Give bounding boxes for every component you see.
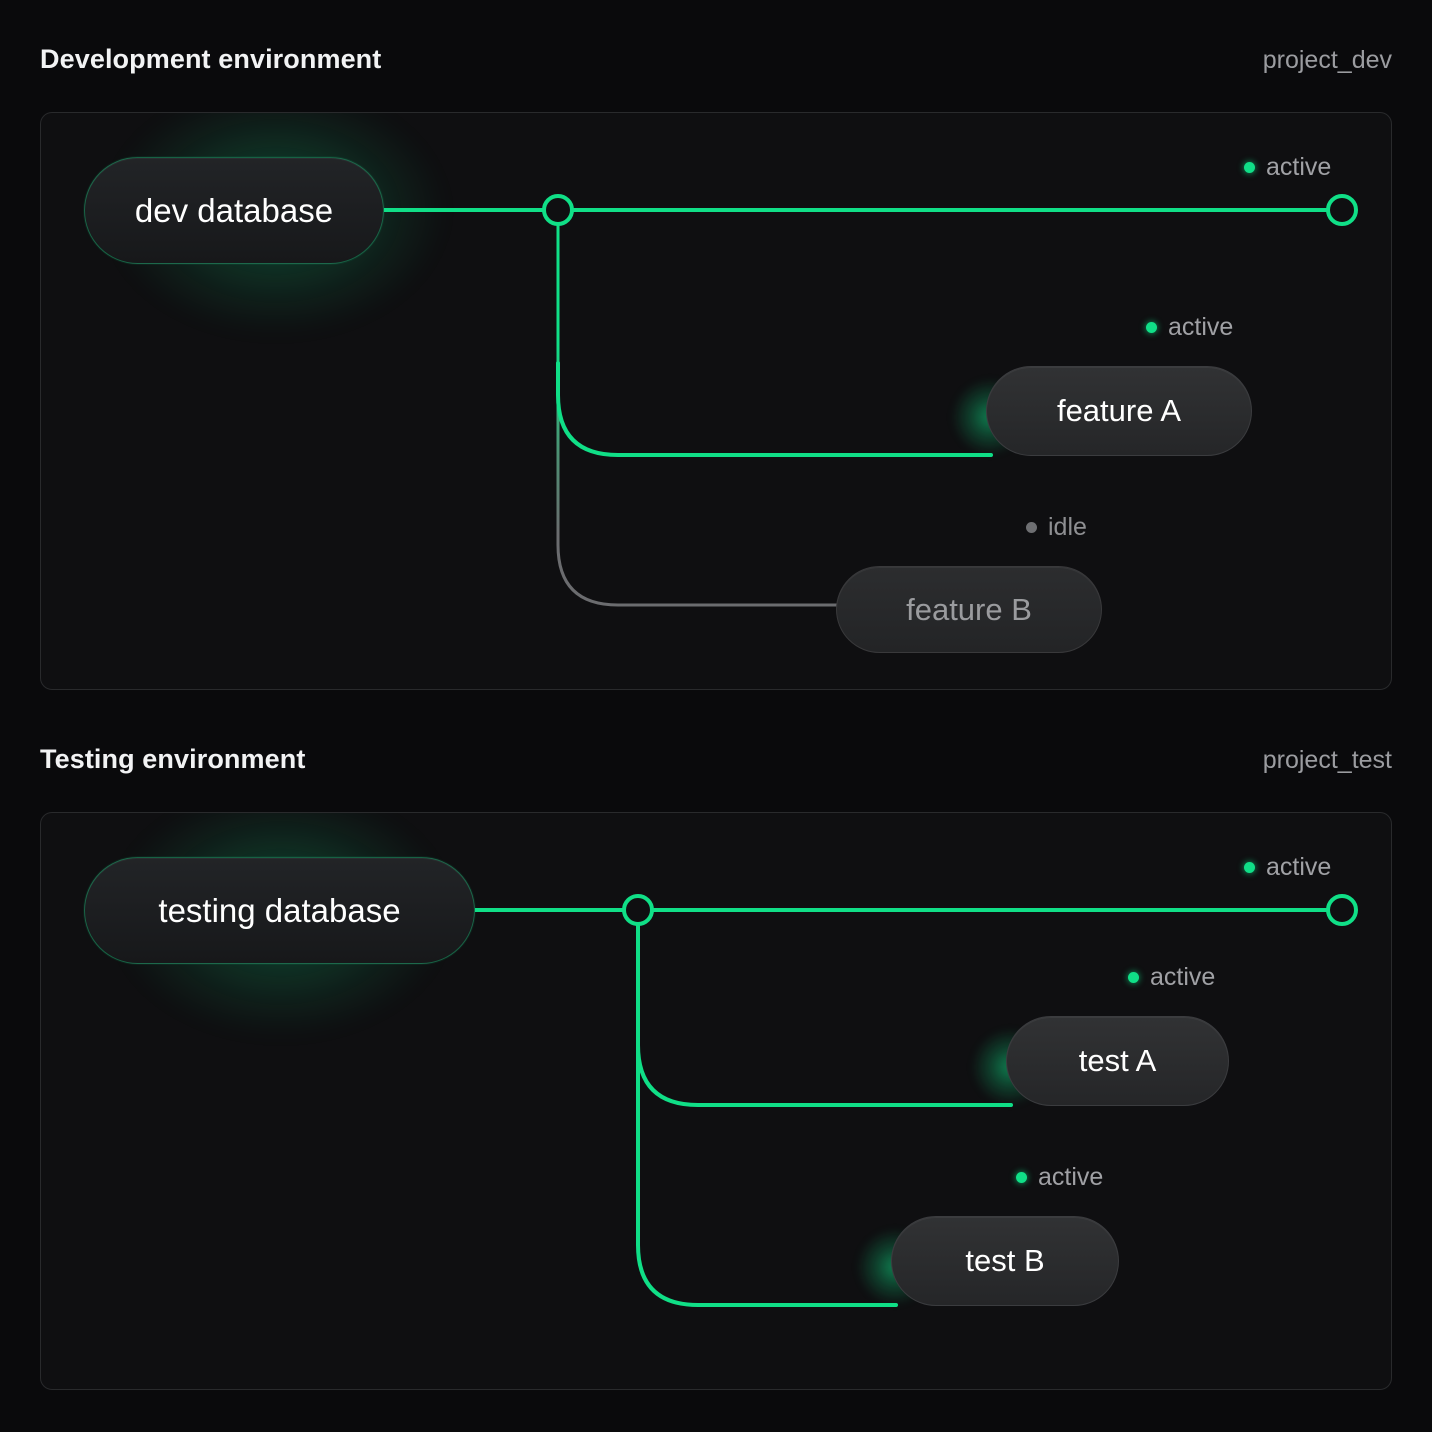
- node-dev-database[interactable]: dev database: [84, 157, 384, 264]
- status-label: active: [1168, 313, 1234, 341]
- status-dot-active-icon: [1244, 862, 1255, 873]
- status-dot-active-icon: [1016, 1172, 1027, 1183]
- node-label: dev database: [134, 191, 334, 229]
- node-test-a[interactable]: test A: [1006, 1016, 1229, 1106]
- status-label: active: [1266, 153, 1332, 181]
- page-title: Testing environment: [40, 744, 306, 774]
- status-label: active: [1266, 853, 1332, 881]
- status-badge-endpoint-test: active: [1244, 853, 1331, 882]
- project-name-label: project_test: [1262, 746, 1392, 774]
- status-badge-endpoint-dev: active: [1244, 153, 1331, 182]
- status-badge-feature-a: active: [1146, 313, 1233, 342]
- page-title: Development environment: [40, 44, 382, 74]
- environment-panel-development: active dev database active feature A: [40, 112, 1392, 690]
- status-label: idle: [1048, 513, 1087, 541]
- status-label: active: [1038, 1163, 1104, 1191]
- endpoint-node-test[interactable]: [1326, 894, 1358, 926]
- status-dot-active-icon: [1146, 322, 1157, 333]
- node-label: test B: [965, 1243, 1045, 1278]
- project-name-label: project_dev: [1262, 46, 1392, 74]
- node-feature-a[interactable]: feature A: [986, 366, 1252, 456]
- section-header-testing: Testing environment project_test: [40, 744, 1392, 775]
- edge-junction-to-feature-a: [556, 361, 993, 457]
- edge-junction-to-feature-b: [556, 208, 843, 607]
- edge-junction-to-test-b: [636, 908, 898, 1307]
- node-label: feature B: [906, 591, 1032, 627]
- junction-node-test[interactable]: [622, 894, 654, 926]
- node-label: test A: [1078, 1043, 1157, 1078]
- status-dot-active-icon: [1128, 972, 1139, 983]
- status-badge-feature-b: idle: [1026, 513, 1087, 542]
- status-badge-test-b: active: [1016, 1163, 1103, 1192]
- environment-panel-testing: active testing database active test A: [40, 812, 1392, 1390]
- status-dot-active-icon: [1244, 162, 1255, 173]
- status-dot-idle-icon: [1026, 522, 1037, 533]
- node-label: testing database: [158, 891, 401, 929]
- section-header-development: Development environment project_dev: [40, 44, 1392, 75]
- status-badge-test-a: active: [1128, 963, 1215, 992]
- edge-junction-to-test-a: [636, 1044, 1013, 1107]
- node-test-b[interactable]: test B: [891, 1216, 1119, 1306]
- node-label: feature A: [1056, 393, 1182, 428]
- status-label: active: [1150, 963, 1216, 991]
- node-testing-database[interactable]: testing database: [84, 857, 475, 964]
- junction-node-dev[interactable]: [542, 194, 574, 226]
- node-feature-b[interactable]: feature B: [836, 566, 1102, 653]
- endpoint-node-dev[interactable]: [1326, 194, 1358, 226]
